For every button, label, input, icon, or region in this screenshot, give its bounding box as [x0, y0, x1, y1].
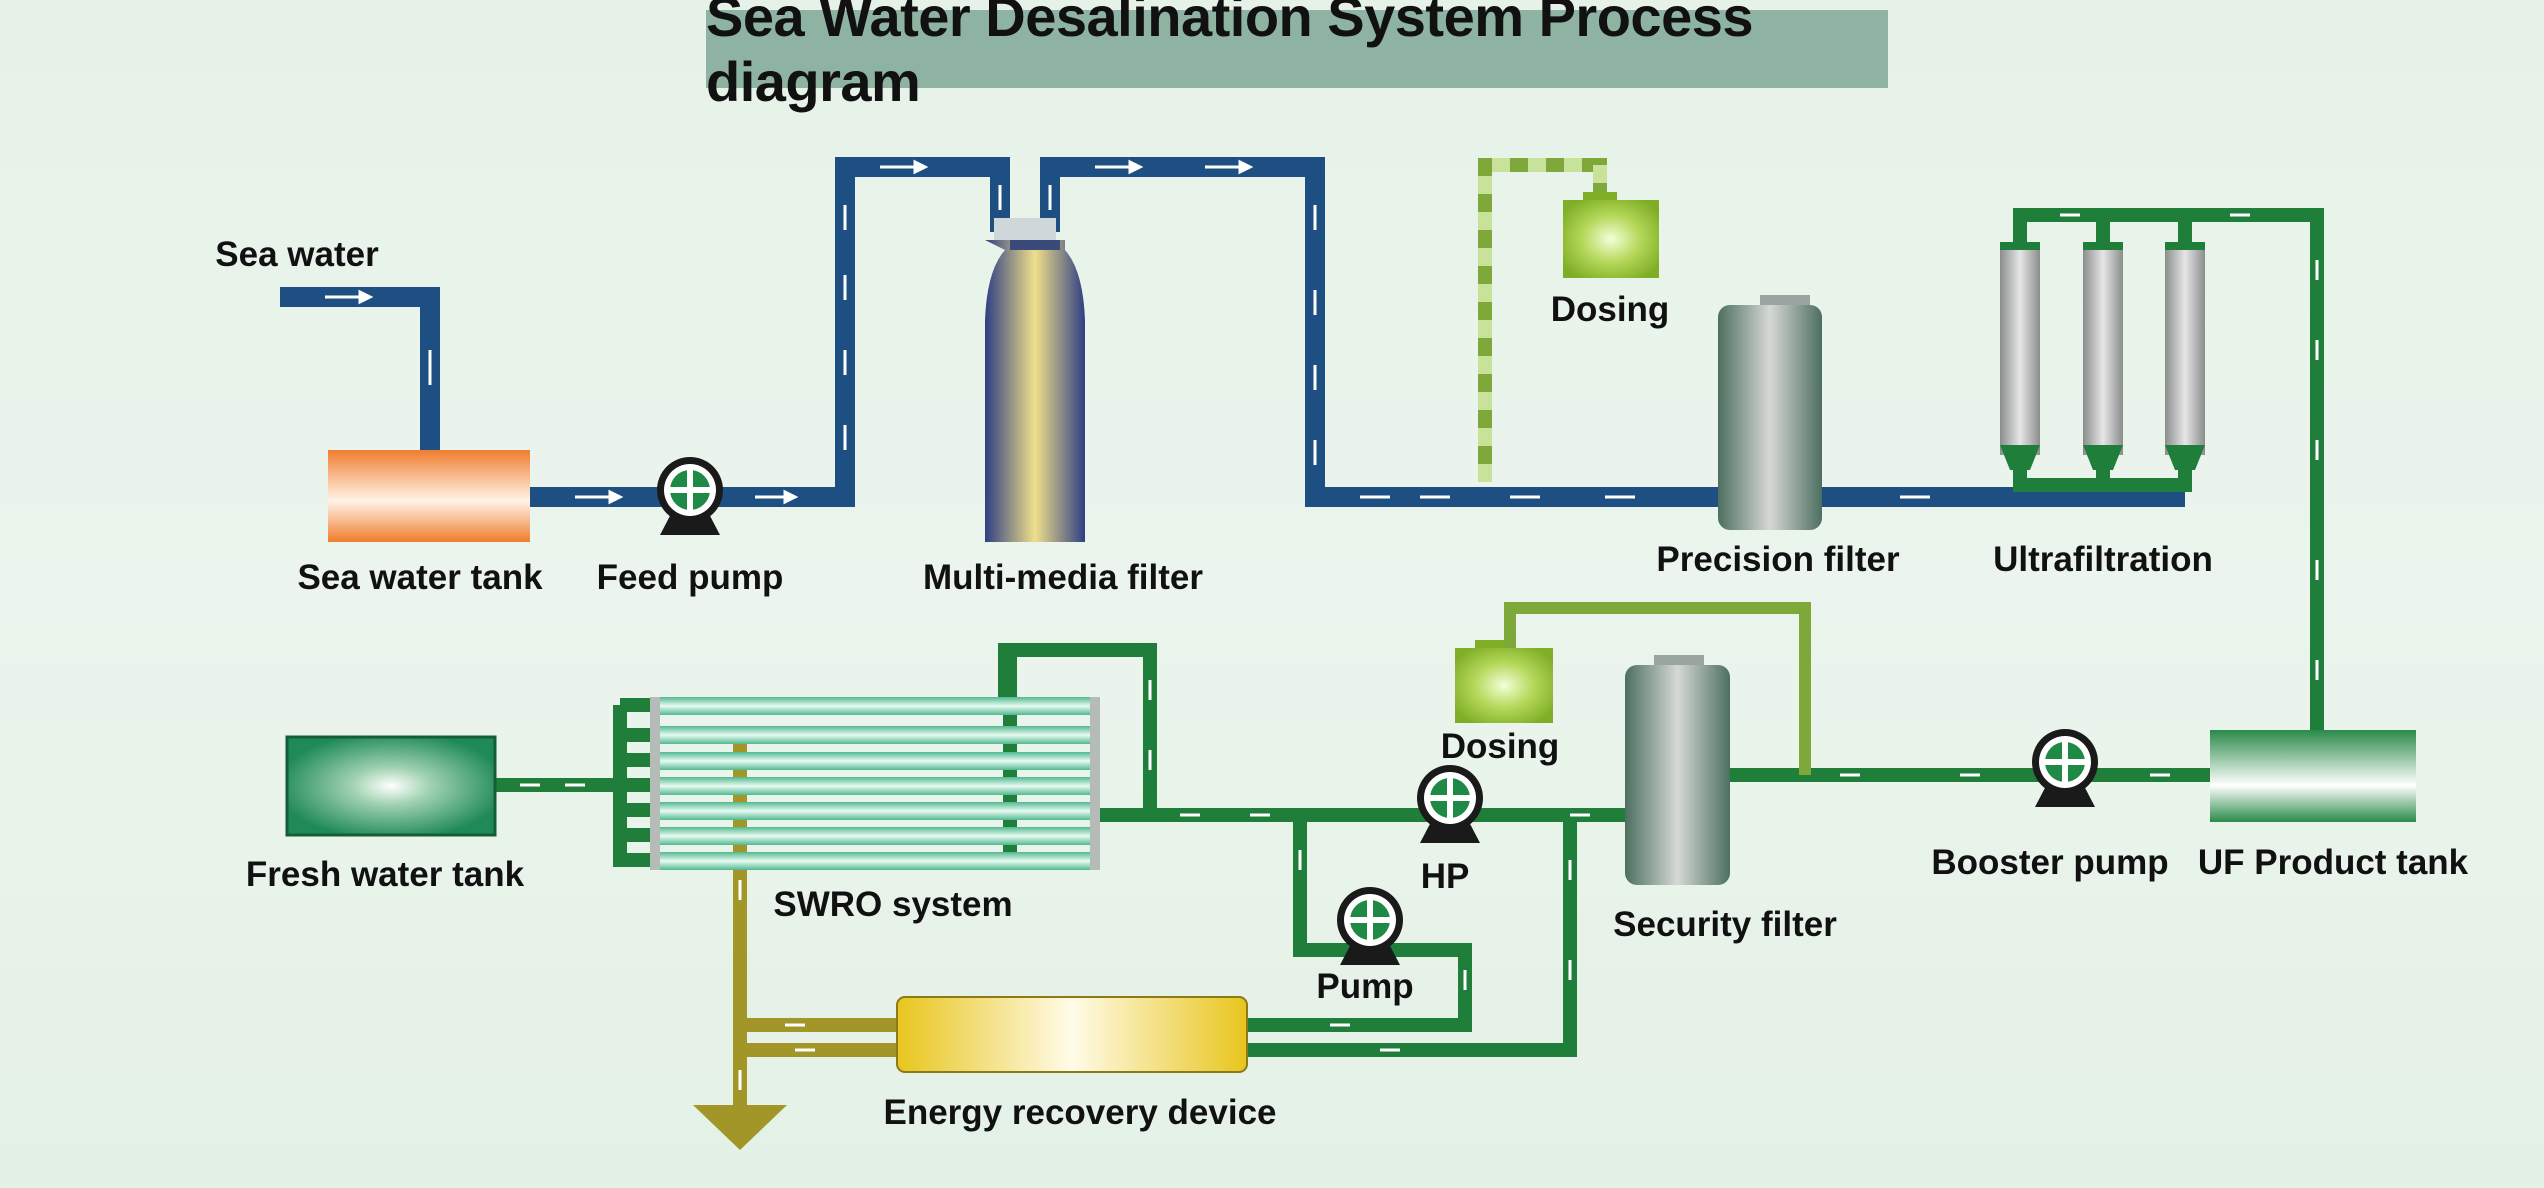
swro-membrane-array [650, 697, 1100, 870]
label-multi-media-filter: Multi-media filter [922, 558, 1204, 597]
label-dosing-top: Dosing [1550, 290, 1670, 329]
label-dosing-bottom: Dosing [1440, 727, 1560, 766]
label-security-filter: Security filter [1613, 905, 1837, 944]
energy-recovery-device [896, 996, 1248, 1073]
brine-discharge-arrow-icon [693, 1105, 787, 1150]
label-fresh-water-tank: Fresh water tank [245, 855, 525, 894]
feed-pump-icon [657, 457, 723, 535]
label-uf-product-tank: UF Product tank [2197, 843, 2469, 882]
circulation-pump-icon [1337, 887, 1403, 965]
booster-pump-icon [2032, 729, 2098, 807]
diagram-title-banner: Sea Water Desalination System Process di… [706, 0, 1888, 113]
label-feed-pump: Feed pump [596, 558, 784, 597]
fresh-water-tank [285, 735, 497, 837]
raw-water-flow-arrows [325, 159, 1930, 505]
label-swro-system: SWRO system [773, 885, 1013, 924]
hp-bypass-loop [1245, 815, 1472, 1032]
label-sea-water-tank: Sea water tank [297, 558, 543, 597]
label-ultrafiltration: Ultrafiltration [1993, 540, 2213, 579]
dosing-bottom-pipe [1504, 602, 1811, 775]
brine-flow-arrows [738, 880, 815, 1090]
sea-water-tank [328, 450, 530, 542]
label-sea-water: Sea water [215, 235, 379, 274]
sea-water-inlet-pipe [280, 287, 440, 450]
multi-media-filter-vessel [985, 218, 1085, 542]
security-filter-vessel [1625, 655, 1730, 885]
label-hp: HP [1420, 857, 1470, 896]
security-to-erd-return [1245, 815, 1577, 1057]
hp-pump-icon [1417, 765, 1483, 843]
ultrafiltration-modules [2000, 242, 2205, 470]
dosing-tank-bottom [1455, 640, 1553, 723]
tank-to-mmf-pipe [530, 157, 1010, 507]
label-precision-filter: Precision filter [1656, 540, 1900, 579]
dosing-tank-top [1563, 192, 1659, 278]
treated-water-pipes [490, 208, 2324, 1057]
uf-product-tank [2210, 730, 2416, 822]
label-energy-recovery-device: Energy recovery device [883, 1093, 1277, 1132]
dosing-top-pipe [1478, 158, 1607, 482]
label-booster-pump: Booster pump [1931, 843, 2169, 882]
raw-water-pipes [280, 157, 2185, 507]
diagram-title: Sea Water Desalination System Process di… [706, 0, 1754, 113]
precision-filter-vessel [1718, 295, 1822, 530]
label-pump: Pump [1316, 967, 1414, 1006]
